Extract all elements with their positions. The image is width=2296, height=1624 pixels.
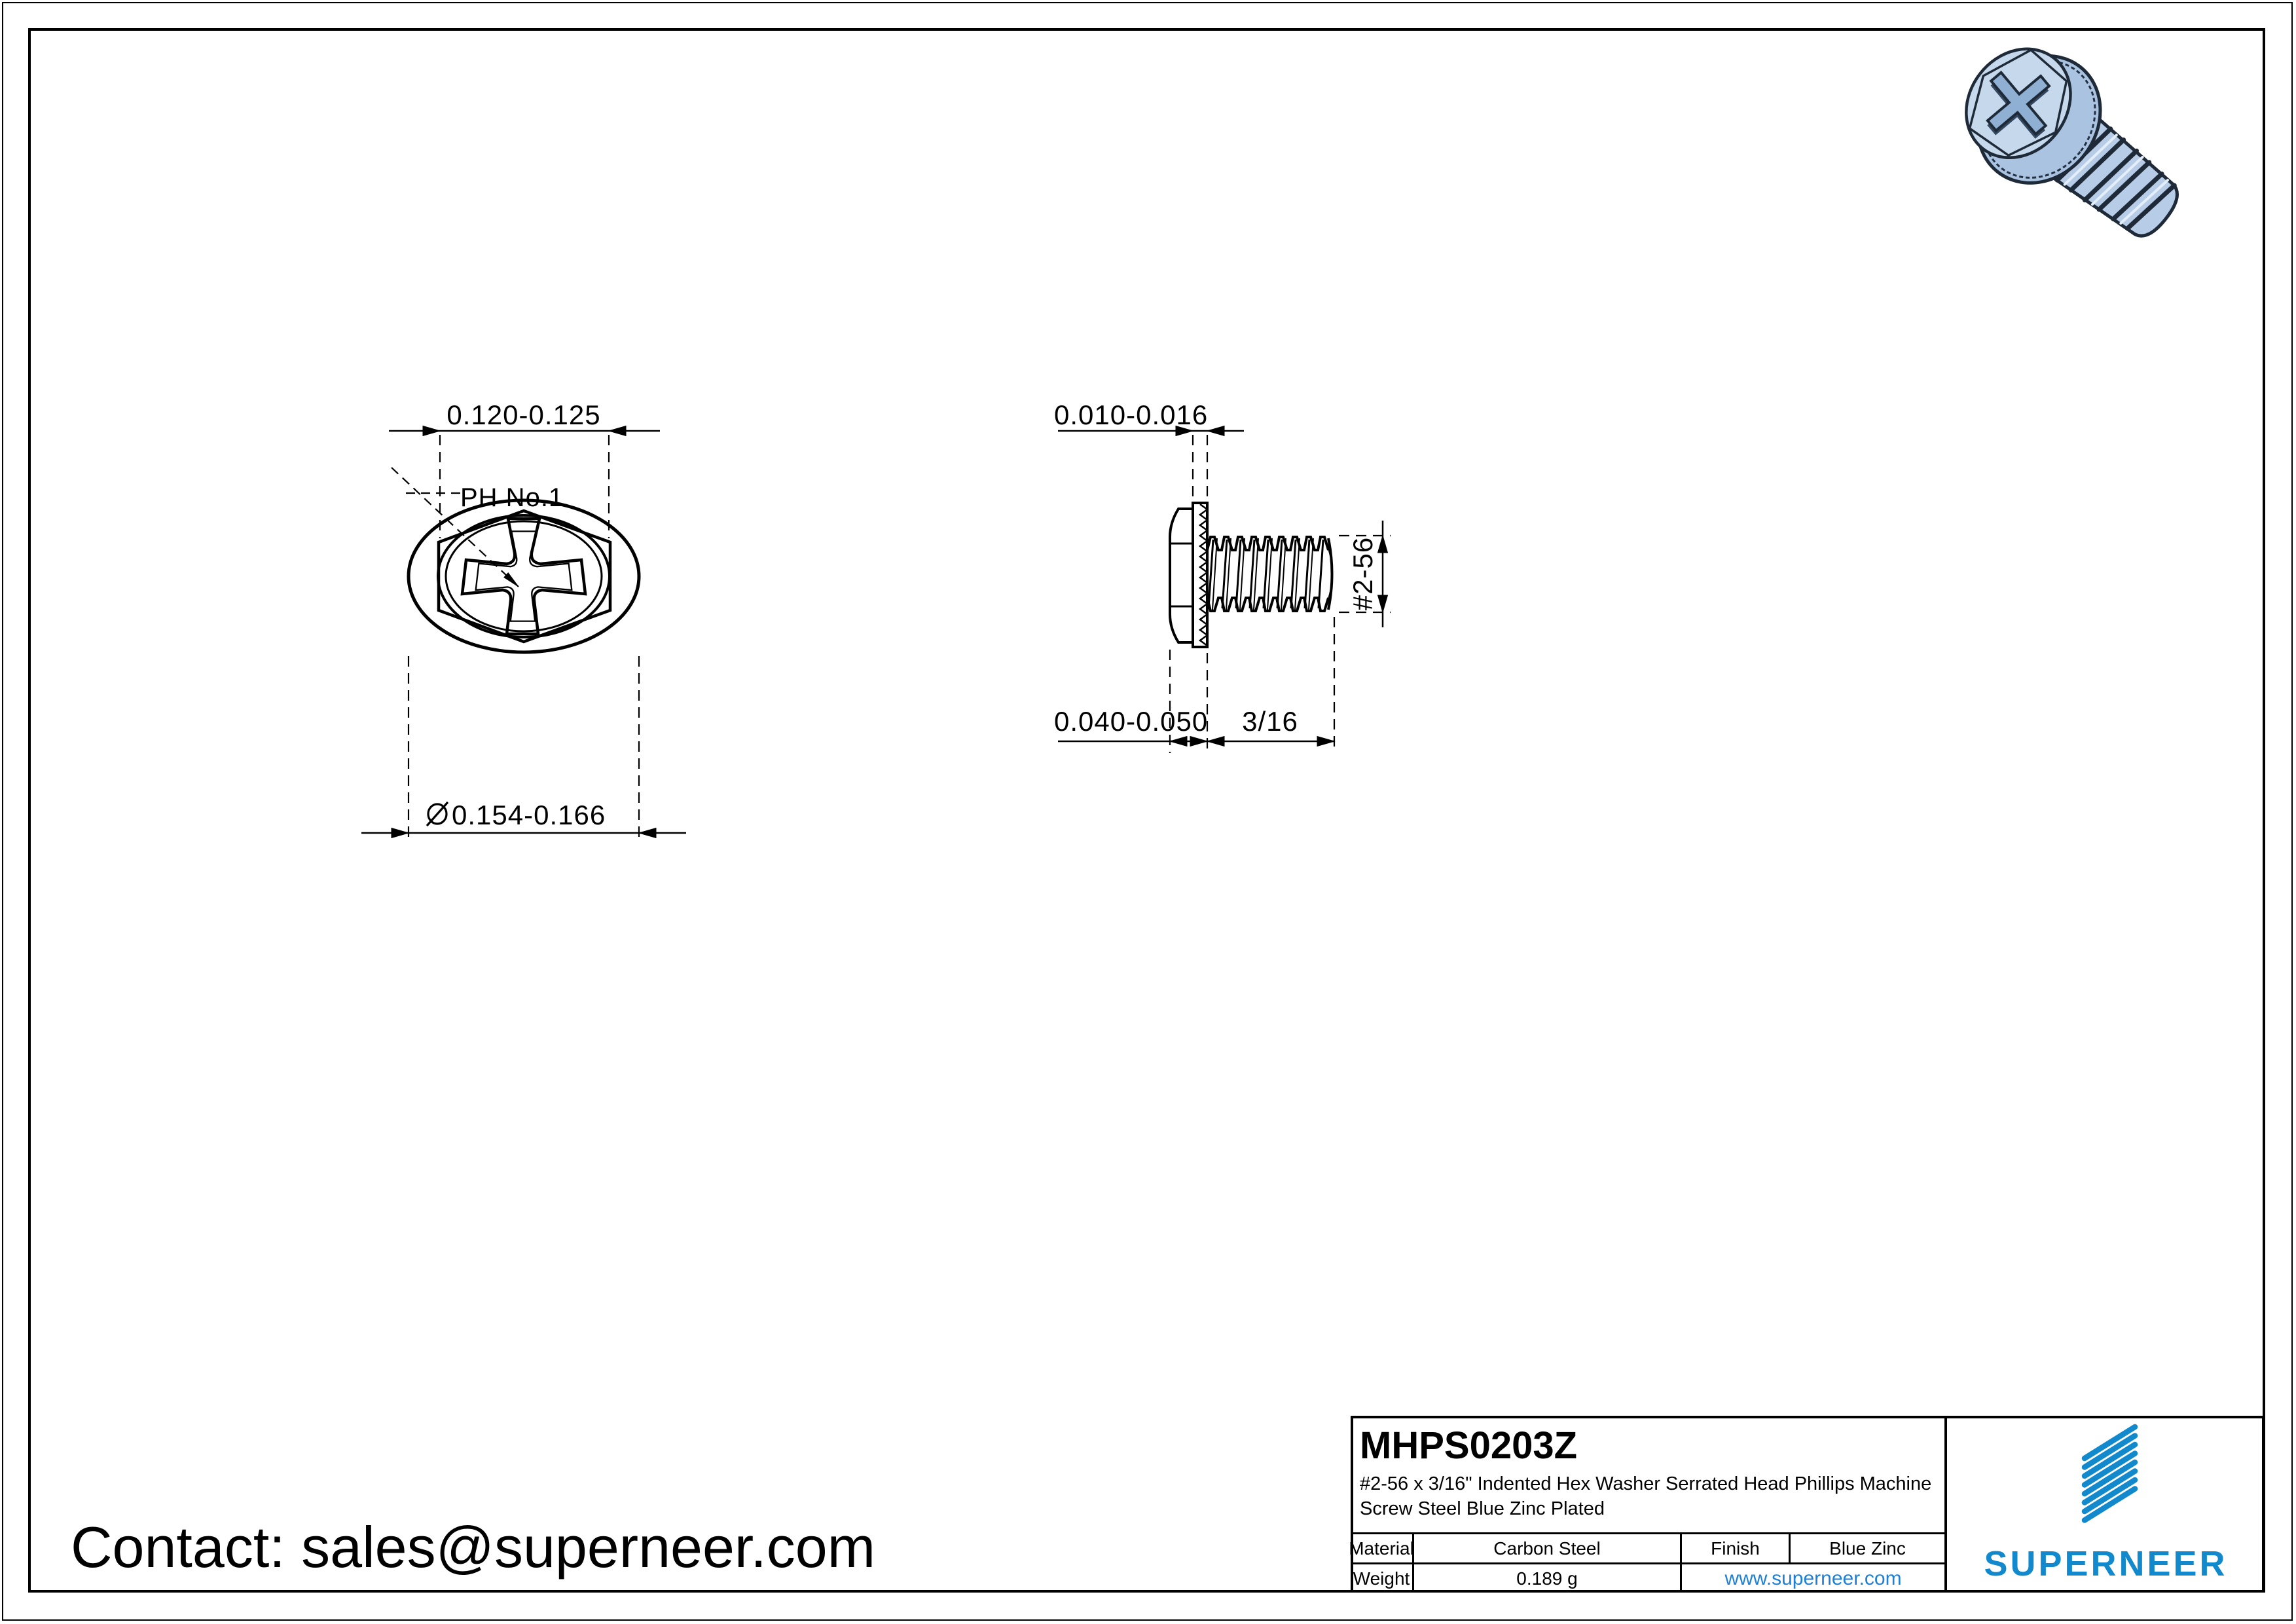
brand-logo-stripes-icon	[2081, 1424, 2138, 1523]
front-view-dimensions	[361, 425, 686, 841]
contact-email-line: Contact: sales@superneer.com	[71, 1515, 876, 1579]
titleblock-logo-divider	[1944, 1416, 1947, 1593]
head-height-dimension: 0.040-0.050	[1054, 706, 1209, 737]
diameter-symbol-icon	[426, 801, 449, 827]
finish-value: Blue Zinc	[1829, 1538, 1906, 1559]
side-view-drawing	[1169, 502, 1334, 648]
phillips-recess-3d	[1986, 70, 2051, 139]
description-line-1: #2-56 x 3/16" Indented Hex Washer Serrat…	[1360, 1473, 1932, 1494]
front-diameter-dimension: 0.154-0.166	[452, 800, 606, 830]
titleblock-vline-1	[1412, 1532, 1414, 1593]
side-view-dimensions	[1058, 425, 1391, 753]
titleblock-hline-1	[1351, 1532, 1944, 1534]
title-block	[1351, 1416, 2265, 1593]
website-link[interactable]: www.superneer.com	[1724, 1567, 1902, 1589]
description-line-2: Screw Steel Blue Zinc Plated	[1360, 1498, 1605, 1519]
front-width-dimension: 0.120-0.125	[446, 399, 601, 430]
titleblock-hline-2	[1351, 1562, 1944, 1564]
weight-value: 0.189 g	[1516, 1568, 1578, 1589]
drive-size-label: PH No.1	[460, 483, 564, 512]
titleblock-vline-3	[1789, 1532, 1791, 1564]
thread-length-dimension: 3/16	[1242, 706, 1298, 737]
brand-wordmark: SUPERNEER	[1984, 1544, 2228, 1583]
screw-3d-render	[1965, 47, 2179, 238]
part-number: MHPS0203Z	[1360, 1424, 1578, 1467]
sheet-inner-border	[28, 28, 2265, 1593]
material-label: Material	[1349, 1538, 1414, 1559]
washer-thickness-dimension: 0.010-0.016	[1054, 399, 1209, 430]
finish-label: Finish	[1711, 1538, 1760, 1559]
weight-label: Weight	[1353, 1568, 1410, 1589]
front-view-drawing	[407, 498, 641, 654]
titleblock-vline-2	[1680, 1532, 1682, 1593]
material-value: Carbon Steel	[1493, 1538, 1601, 1559]
thread-size-dimension: #2-56	[1347, 536, 1378, 611]
